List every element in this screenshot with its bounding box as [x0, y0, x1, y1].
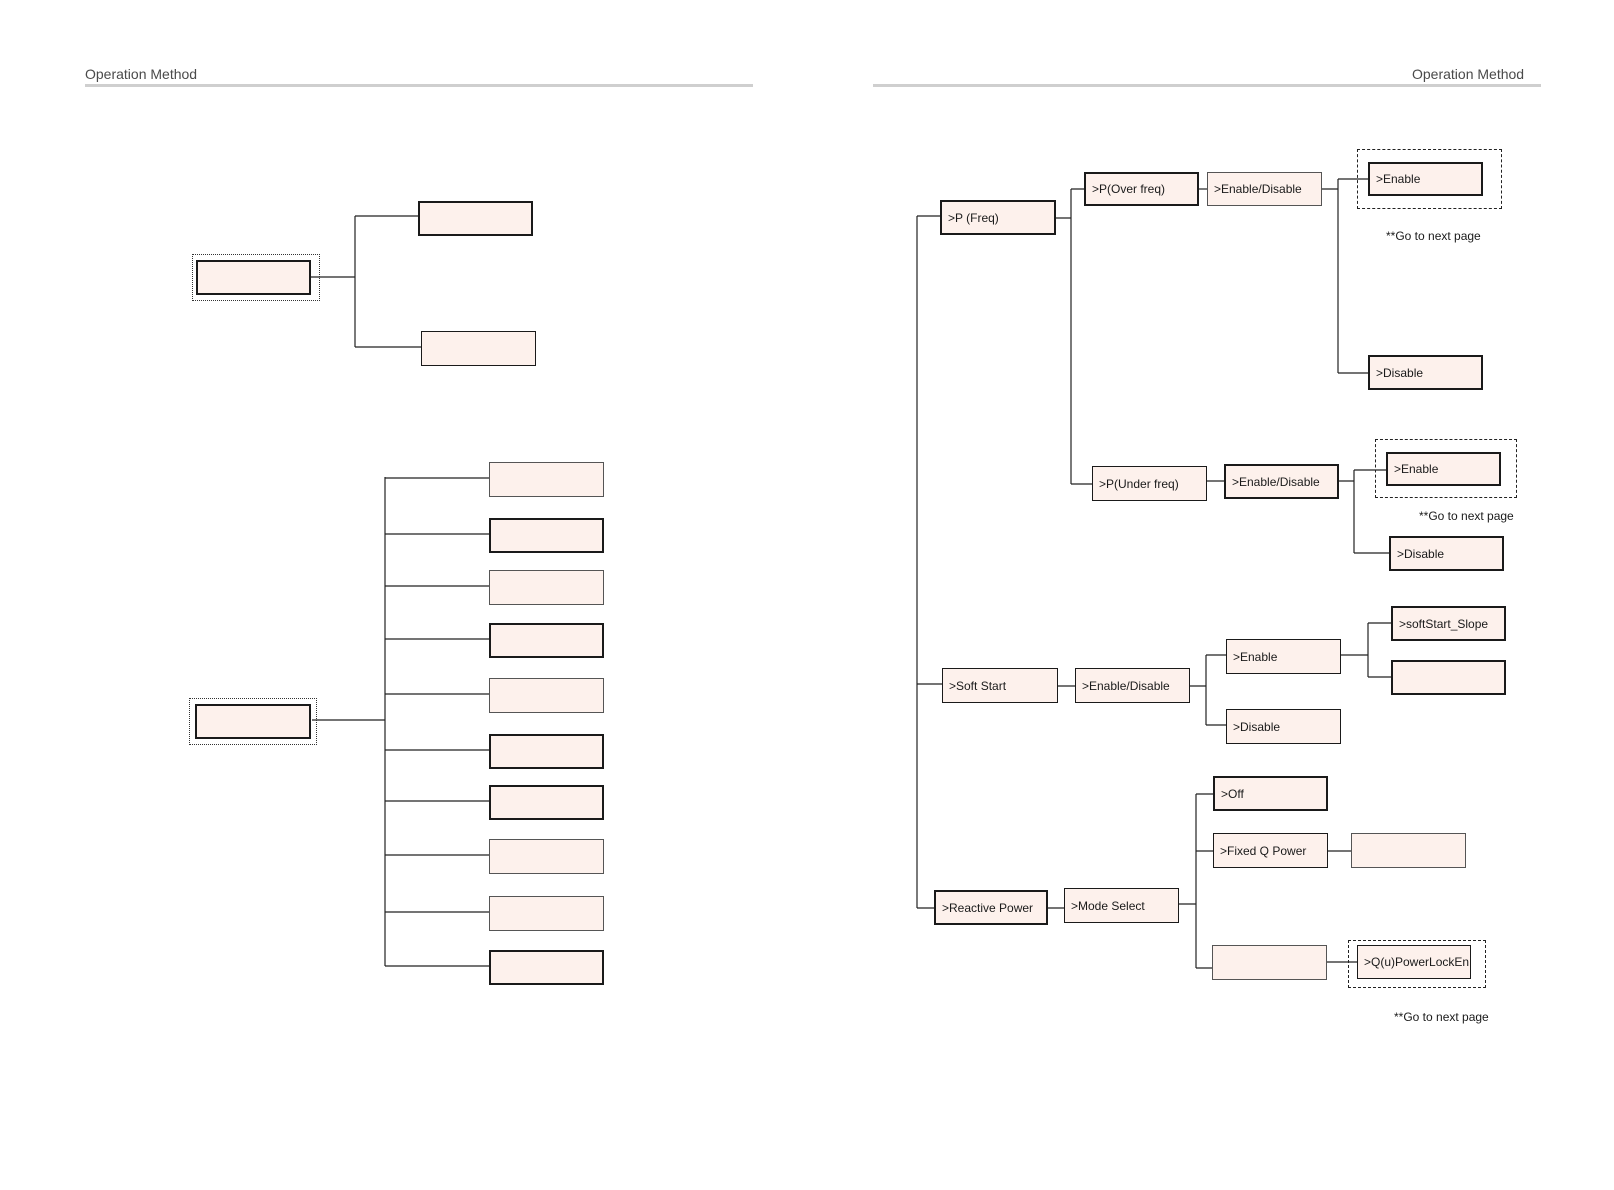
reactive-power-node[interactable]: >Reactive Power	[934, 890, 1048, 925]
fixed-q-value-node[interactable]	[1351, 833, 1466, 868]
selected-node-outline	[189, 698, 317, 745]
soft-disable-node[interactable]: >Disable	[1226, 709, 1341, 744]
left-bottom-child-node-2[interactable]	[489, 518, 604, 553]
left-bottom-child-node-1[interactable]	[489, 462, 604, 497]
over-enable-disable-node[interactable]: >Enable/Disable	[1207, 172, 1322, 206]
left-bottom-child-node-7[interactable]	[489, 785, 604, 820]
under-go-next-note: **Go to next page	[1419, 509, 1514, 523]
selected-node-outline	[192, 254, 320, 301]
soft-start-blank-node[interactable]	[1391, 660, 1506, 695]
left-page-header: Operation Method	[85, 66, 198, 82]
left-bottom-child-node-3[interactable]	[489, 570, 604, 605]
mode-select-node[interactable]: >Mode Select	[1064, 888, 1179, 923]
over-go-next-note: **Go to next page	[1386, 229, 1481, 243]
over-enable-node[interactable]: >Enable	[1368, 162, 1483, 196]
left-bottom-child-node-8[interactable]	[489, 839, 604, 874]
p-freq-node[interactable]: >P (Freq)	[940, 200, 1056, 235]
p-over-freq-node[interactable]: >P(Over freq)	[1084, 172, 1199, 206]
under-enable-highlight	[1375, 439, 1517, 498]
left-top-child-node-1[interactable]	[418, 201, 533, 236]
left-header-rule	[85, 84, 753, 87]
under-enable-node[interactable]: >Enable	[1386, 452, 1501, 486]
left-bottom-child-node-10[interactable]	[489, 950, 604, 985]
soft-enable-disable-node[interactable]: >Enable/Disable	[1075, 668, 1190, 703]
under-enable-disable-node[interactable]: >Enable/Disable	[1224, 464, 1339, 499]
mode-off-node[interactable]: >Off	[1213, 776, 1328, 811]
left-top-root-node[interactable]	[196, 260, 311, 295]
left-bottom-child-node-9[interactable]	[489, 896, 604, 931]
q-u-power-lock-node[interactable]: >Q(u)PowerLockEn	[1357, 945, 1471, 979]
p-under-freq-node[interactable]: >P(Under freq)	[1092, 466, 1207, 501]
mode-blank-node[interactable]	[1212, 945, 1327, 980]
left-top-child-node-2[interactable]	[421, 331, 536, 366]
over-disable-node[interactable]: >Disable	[1368, 355, 1483, 390]
left-bottom-child-node-4[interactable]	[489, 623, 604, 658]
over-enable-highlight	[1357, 149, 1502, 209]
reactive-go-next-note: **Go to next page	[1394, 1010, 1489, 1024]
soft-start-node[interactable]: >Soft Start	[942, 668, 1058, 703]
left-bottom-child-node-5[interactable]	[489, 678, 604, 713]
left-bottom-child-node-6[interactable]	[489, 734, 604, 769]
soft-enable-node[interactable]: >Enable	[1226, 639, 1341, 674]
q-u-lock-highlight	[1348, 940, 1486, 988]
left-bottom-root-node[interactable]	[195, 704, 311, 739]
right-header-rule	[873, 84, 1541, 87]
soft-start-slope-node[interactable]: >softStart_Slope	[1391, 606, 1506, 641]
under-disable-node[interactable]: >Disable	[1389, 536, 1504, 571]
mode-fixed-q-power-node[interactable]: >Fixed Q Power	[1213, 833, 1328, 868]
right-page-header: Operation Method	[1412, 66, 1525, 82]
